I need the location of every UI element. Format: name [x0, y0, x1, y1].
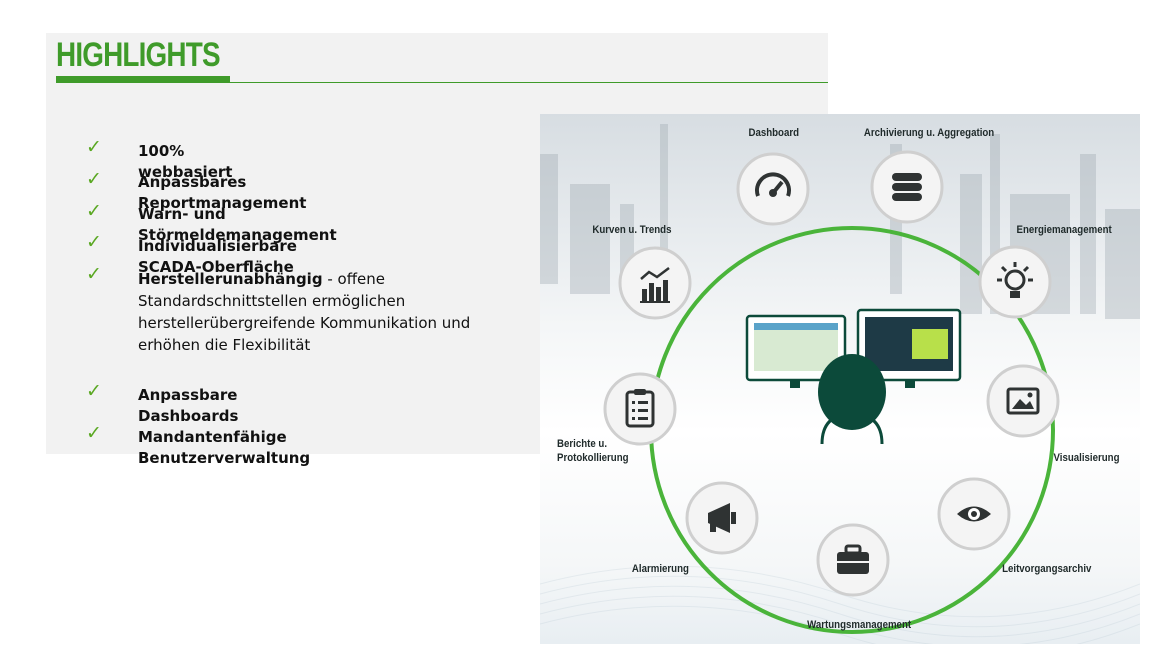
list-item: Herstellerunabhängig - offene Standardsc…	[138, 270, 471, 354]
node-label: Leitvorgangsarchiv	[1002, 563, 1092, 575]
image-icon	[1006, 387, 1040, 415]
check-icon: ✓	[86, 168, 102, 190]
diagram-node-archivierung-u-aggregation	[870, 150, 944, 224]
node-label: Visualisierung	[1053, 452, 1120, 464]
feature-ring	[603, 150, 1060, 634]
diagram-node-alarmierung	[685, 481, 759, 555]
toolbox-icon	[837, 544, 869, 574]
clipboard-icon	[625, 389, 655, 428]
node-label: Alarmierung	[631, 563, 689, 575]
diagram-node-visualisierung	[986, 364, 1060, 438]
list-item: 100% webbasiert	[138, 142, 233, 181]
node-label: Energiemanagement	[1016, 224, 1112, 236]
title-divider	[56, 82, 828, 83]
node-label: Archivierung u. Aggregation	[863, 127, 995, 139]
eye-icon	[957, 506, 991, 522]
diagram-node-dashboard	[736, 152, 810, 226]
list-item: Warn- und Störmeldemanagement	[138, 205, 337, 244]
trend-chart-icon	[640, 267, 670, 303]
check-icon: ✓	[86, 380, 102, 402]
node-label: Wartungsmanagement	[807, 619, 912, 631]
diagram-node-berichte-u-protokollierung	[603, 372, 677, 446]
diagram-node-kurven-u-trends	[618, 246, 692, 320]
list-item: Anpassbare Dashboards	[138, 386, 239, 425]
check-icon: ✓	[86, 422, 102, 444]
diagram-node-wartungsmanagement	[816, 523, 890, 597]
megaphone-icon	[708, 503, 736, 533]
node-label: Berichte u. Protokollierung	[557, 438, 629, 464]
list-item: Anpassbares Reportmanagement	[138, 173, 307, 212]
check-icon: ✓	[86, 231, 102, 253]
user-at-monitors-icon	[745, 308, 962, 445]
list-item: Individualisierbare SCADA-Oberfläche	[138, 237, 297, 276]
node-label: Dashboard	[748, 127, 800, 139]
check-icon: ✓	[86, 200, 102, 222]
list-item: Mandantenfähige Benutzerverwaltung	[138, 428, 311, 467]
diagram-node-energiemanagement	[978, 245, 1052, 319]
title-underline-bar	[56, 76, 230, 82]
check-icon: ✓	[86, 136, 102, 158]
page-title: HIGHLIGHTS	[56, 36, 221, 74]
gauge-icon	[755, 172, 791, 197]
lightbulb-icon	[997, 262, 1033, 298]
node-label: Kurven u. Trends	[592, 224, 672, 236]
database-icon	[892, 173, 922, 201]
diagram-node-leitvorgangsarchiv	[937, 477, 1011, 551]
check-icon: ✓	[86, 263, 102, 285]
